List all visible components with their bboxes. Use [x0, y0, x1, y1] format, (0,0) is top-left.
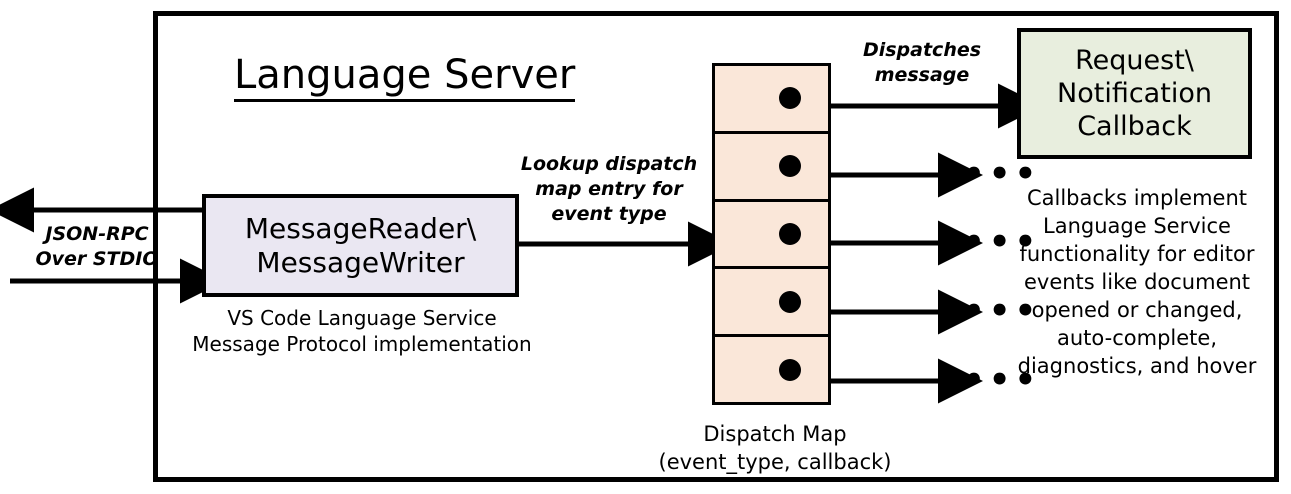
message-reader-writer-box[interactable]: MessageReader\ MessageWriter: [202, 194, 519, 297]
message-box-line2: MessageWriter: [256, 245, 465, 279]
dispatches-label-line1: Dispatches: [862, 39, 982, 61]
dispatch-map-table[interactable]: [712, 63, 831, 405]
page-title-text: Language Server: [234, 52, 576, 102]
dispatches-message-label: Dispatches message: [838, 38, 1006, 88]
callback-caption-line2: Language Service: [1043, 214, 1231, 238]
callback-box-line3: Callback: [1077, 111, 1192, 142]
request-notification-callback-box[interactable]: Request\ Notification Callback: [1017, 28, 1252, 159]
dispatch-map-caption: Dispatch Map (event_type, callback): [630, 420, 920, 476]
dispatch-entry-dot-icon: [779, 358, 801, 381]
lookup-label-line3: event type: [551, 203, 667, 225]
language-server-frame: [153, 11, 1279, 482]
dispatch-map-row[interactable]: [712, 334, 831, 405]
callback-caption-line5: opened or changed,: [1031, 298, 1243, 322]
callback-box-caption: Callbacks implement Language Service fun…: [1006, 184, 1268, 380]
callback-caption-line6: auto-complete,: [1057, 326, 1217, 350]
dispatch-entry-dot-icon: [779, 290, 801, 313]
message-box-caption-line1: VS Code Language Service: [227, 306, 497, 330]
lookup-label-line2: map entry for: [535, 178, 683, 200]
dispatches-label-line2: message: [874, 64, 970, 86]
callback-box-line1: Request\: [1075, 45, 1194, 76]
dispatch-map-row[interactable]: [712, 63, 831, 134]
ellipsis-row-1: •••: [963, 154, 1041, 194]
dispatch-entry-dot-icon: [779, 222, 801, 245]
jsonrpc-label-line1: JSON-RPC: [45, 223, 149, 245]
callback-caption-line7: diagnostics, and hover: [1017, 354, 1257, 378]
dispatch-map-row[interactable]: [712, 266, 831, 338]
dispatch-entry-dot-icon: [779, 155, 801, 178]
jsonrpc-transport-label: JSON-RPC Over STDIO: [26, 222, 168, 272]
message-box-caption: VS Code Language Service Message Protoco…: [192, 305, 532, 357]
callback-box-line2: Notification: [1057, 78, 1212, 109]
dispatch-map-caption-line2: (event_type, callback): [658, 450, 892, 474]
callback-caption-line4: events like document: [1023, 270, 1251, 294]
dispatch-map-row[interactable]: [712, 130, 831, 202]
dispatch-map-caption-line1: Dispatch Map: [703, 422, 847, 446]
lookup-label-line1: Lookup dispatch: [520, 153, 698, 175]
message-box-caption-line2: Message Protocol implementation: [192, 332, 532, 356]
dispatch-entry-dot-icon: [779, 87, 801, 110]
dispatch-map-row[interactable]: [712, 198, 831, 270]
page-title: Language Server: [234, 52, 654, 102]
lookup-dispatch-label: Lookup dispatch map entry for event type: [515, 152, 703, 227]
jsonrpc-label-line2: Over STDIO: [35, 248, 159, 270]
callback-caption-line1: Callbacks implement: [1026, 186, 1248, 210]
message-box-line1: MessageReader\: [244, 211, 477, 245]
callback-caption-line3: functionality for editor: [1019, 242, 1255, 266]
